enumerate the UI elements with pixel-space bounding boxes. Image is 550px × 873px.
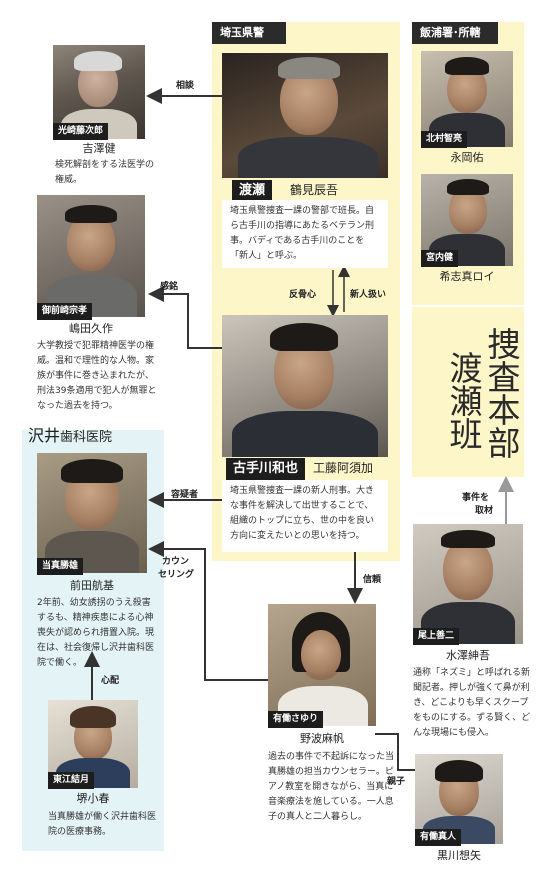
arima-photo (268, 604, 376, 726)
label-suspect: 容疑者 (171, 490, 199, 500)
mimasaki-actor: 嶋田久作 (69, 322, 113, 335)
watase-role: 渡瀬 (232, 180, 273, 202)
kotegawa-desc: 埼玉県警捜査一課の新人刑事。大きな事件を解決して出世することで、組織のトップに立… (230, 486, 375, 541)
watase-actor: 鶴見辰吾 (290, 183, 339, 197)
sawai-suffix: 歯科医院 (60, 430, 113, 445)
label-rebel: 反骨心 (289, 290, 317, 300)
mitsuzaki-desc: 検死解剖をする法医学の権威。 (55, 160, 155, 185)
touma-photo (37, 453, 147, 573)
group-header-iiura: 飯浦署･所轄 (412, 22, 498, 44)
label-counseling-2: セリング (158, 570, 195, 580)
label-rookie: 新人扱い (350, 290, 387, 300)
line-counseling (148, 541, 268, 681)
miyauchi-role: 宮内健 (421, 250, 459, 267)
label-coverage-2: 取材 (475, 506, 494, 516)
touma-role: 当真勝雄 (37, 558, 84, 575)
higashie-actor: 堺小春 (76, 792, 110, 805)
watase-desc: 埼玉県警捜査一課の警部で班長。自ら古手川の指導にあたるベテラン刑事。バディである… (230, 206, 375, 261)
label-consult: 相談 (176, 81, 195, 91)
team-title-line-1: 捜査本部 (482, 327, 521, 459)
mimasaki-desc: 大学教授で犯罪精神医学の権威。温和で理性的な人物。家族が事件に巻き込まれたが、刑… (37, 341, 157, 411)
mimasaki-role: 御前崎宗孝 (37, 303, 93, 320)
oue-role: 尾上善二 (413, 628, 460, 645)
masato-role: 有働真人 (415, 829, 462, 846)
label-respect: 感銘 (160, 282, 179, 292)
label-coverage-1: 事件を (462, 493, 490, 503)
watase-photo (222, 53, 388, 178)
kitamura-role: 北村智亮 (421, 131, 468, 148)
sawai-name: 沢井 (28, 426, 61, 445)
masato-actor: 黒川想矢 (437, 849, 481, 862)
mimasaki-photo (37, 195, 145, 317)
mitsuzaki-role: 光崎藤次郎 (53, 123, 109, 140)
kotegawa-desc-card: 埼玉県警捜査一課の新人刑事。大きな事件を解決して出世することで、組織のトップに立… (222, 480, 388, 552)
team-title-line-2: 渡瀬班 (444, 350, 483, 450)
label-worry: 心配 (101, 676, 120, 686)
mitsuzaki-actor: 吉澤健 (82, 142, 116, 155)
kitamura-actor: 永岡佑 (450, 151, 484, 164)
arima-desc: 過去の事件で不起訴になった当真勝雄の担当カウンセラー。ピアノ教室を開きながら、当… (268, 752, 395, 822)
higashie-role: 東江結月 (48, 772, 95, 789)
oue-photo (413, 524, 523, 644)
kotegawa-actor: 工藤阿須加 (313, 461, 374, 475)
miyauchi-actor: 希志真ロイ (439, 270, 495, 283)
group-header-saitama: 埼玉県警 (212, 22, 286, 44)
label-trust: 信頼 (363, 575, 382, 585)
line-respect (148, 286, 222, 349)
watase-desc-card: 埼玉県警捜査一課の警部で班長。自ら古手川の指導にあたるベテラン刑事。バディである… (222, 200, 388, 268)
group-header-sawai: 沢井歯科医院 (28, 422, 112, 446)
arima-role: 有働さゆり (268, 711, 324, 728)
oue-actor: 水澤紳吾 (446, 649, 490, 662)
title-zone (412, 307, 524, 477)
line-parent (375, 733, 415, 771)
kotegawa-photo (222, 315, 388, 457)
higashie-desc: 当真勝雄が働く沢井歯科医院の医療事務。 (48, 812, 157, 837)
arima-actor: 野波麻帆 (300, 732, 344, 745)
label-counseling-1: カウン (162, 557, 190, 567)
label-parent: 親子 (387, 777, 406, 787)
kotegawa-role: 古手川和也 (226, 458, 306, 480)
touma-desc: 2年前、幼女誘拐のうえ殺害するも、精神疾患による心神喪失が認められ措置入院。現在… (37, 598, 155, 668)
oue-desc: 通称「ネズミ」と呼ばれる新聞記者。押しが強くて鼻が利き、どこよりも早くスクープを… (413, 668, 531, 738)
touma-actor: 前田航基 (70, 579, 114, 592)
